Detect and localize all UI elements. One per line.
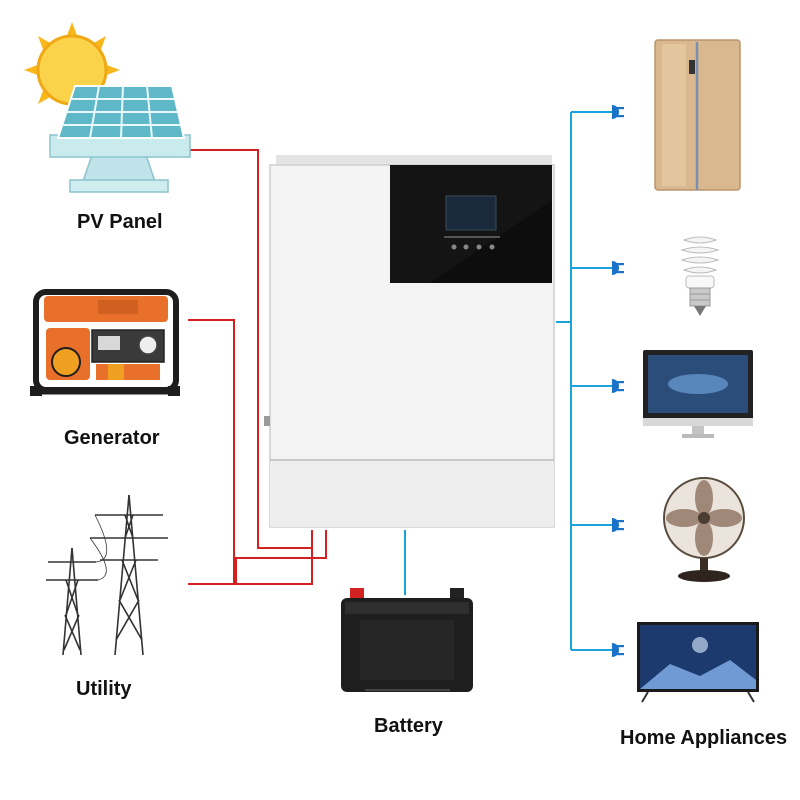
panel-button [451, 244, 457, 250]
plug-icon [612, 261, 624, 275]
output-wires [404, 111, 612, 651]
generator-label: Generator [64, 427, 160, 449]
panel-button [476, 244, 482, 250]
plug-icon [612, 105, 624, 119]
lcd-screen [445, 195, 497, 231]
generator-icon [30, 289, 180, 396]
plug-icon [612, 518, 624, 532]
power-tower-icon [46, 494, 168, 656]
plugs [612, 105, 624, 657]
fan-icon [663, 477, 745, 582]
tv-icon [637, 622, 759, 703]
pv-panel-label: PV Panel [77, 211, 163, 233]
panel-button [463, 244, 469, 250]
battery-icon [341, 588, 473, 692]
home-appliances-label: Home Appliances [620, 727, 788, 749]
solar-panel-icon [49, 85, 191, 193]
light-bulb-icon [680, 236, 720, 316]
utility-wire [188, 530, 327, 585]
plug-icon [612, 379, 624, 393]
pv-wire [190, 149, 312, 549]
plug-icon [612, 643, 624, 657]
refrigerator-icon [654, 39, 741, 191]
battery-label: Battery [374, 715, 443, 737]
input-wires [188, 149, 327, 585]
inverter-icon [264, 155, 555, 528]
monitor-icon [643, 350, 753, 438]
panel-button [489, 244, 495, 250]
utility-label: Utility [76, 678, 132, 700]
